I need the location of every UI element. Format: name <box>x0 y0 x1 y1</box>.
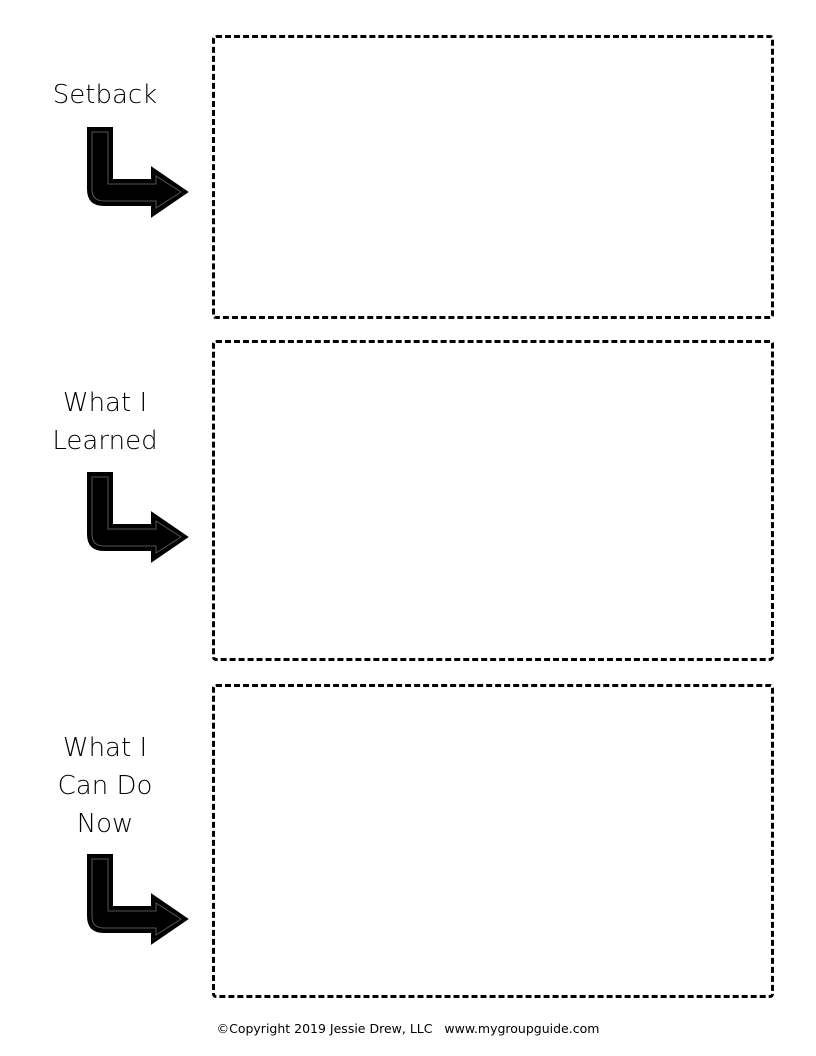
label-line: What I <box>62 733 148 763</box>
label-setback: Setback <box>30 76 180 114</box>
label-line: What I <box>62 388 148 418</box>
label-line: Now <box>76 809 134 839</box>
turn-right-arrow-icon <box>87 127 189 218</box>
setback-writing-box[interactable] <box>212 35 774 319</box>
footer: ©Copyright 2019 Jessie Drew, LLC www.myg… <box>0 1021 816 1036</box>
copyright-text: ©Copyright 2019 Jessie Drew, LLC <box>216 1021 433 1036</box>
label-what-i-can-do-now: What I Can Do Now <box>30 729 180 843</box>
label-line: Learned <box>52 426 158 456</box>
turn-right-arrow-icon <box>87 854 189 945</box>
what-i-can-do-now-writing-box[interactable] <box>212 684 774 998</box>
label-line: Can Do <box>57 771 153 801</box>
turn-right-arrow-icon <box>87 472 189 563</box>
what-i-learned-writing-box[interactable] <box>212 340 774 661</box>
website-text: www.mygroupguide.com <box>444 1021 600 1036</box>
label-line: Setback <box>52 80 158 110</box>
label-what-i-learned: What I Learned <box>30 384 180 460</box>
